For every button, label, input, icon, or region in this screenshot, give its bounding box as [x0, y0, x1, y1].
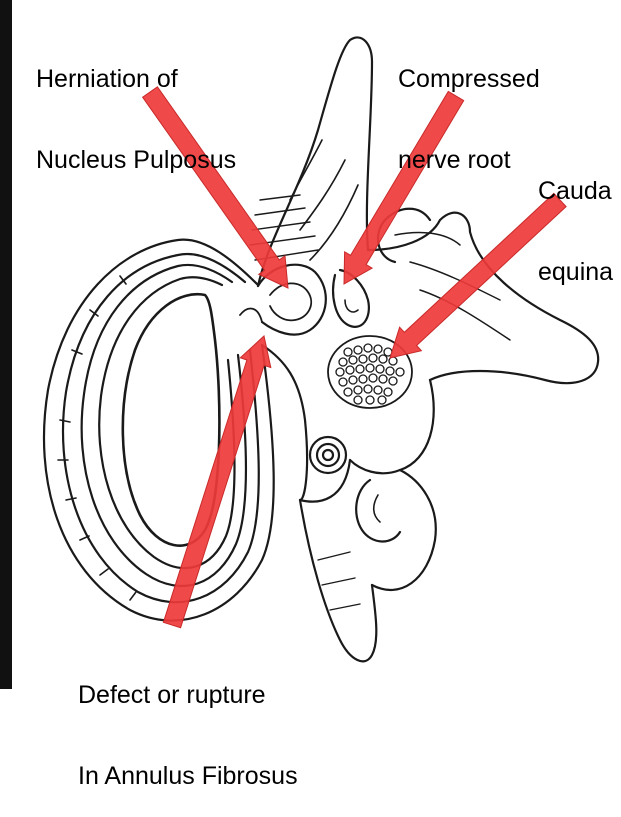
label-cauda-line1: Cauda — [538, 178, 613, 205]
label-defect-line1: Defect or rupture — [78, 682, 298, 709]
label-herniation-line2: Nucleus Pulposus — [36, 147, 236, 174]
label-nerve-root-line1: Compressed — [398, 66, 540, 93]
label-cauda-line2: equina — [538, 259, 613, 286]
label-herniation: Herniation of Nucleus Pulposus — [36, 12, 236, 201]
label-herniation-line1: Herniation of — [36, 66, 236, 93]
label-defect-line2: In Annulus Fibrosus — [78, 763, 298, 790]
label-nerve-root: Compressed nerve root — [398, 12, 540, 201]
label-defect: Defect or rupture In Annulus Fibrosus — [78, 628, 298, 817]
left-border — [0, 0, 12, 689]
label-cauda-equina: Cauda equina — [538, 124, 613, 313]
spinal-canal-vessel — [310, 437, 346, 473]
label-nerve-root-line2: nerve root — [398, 147, 540, 174]
